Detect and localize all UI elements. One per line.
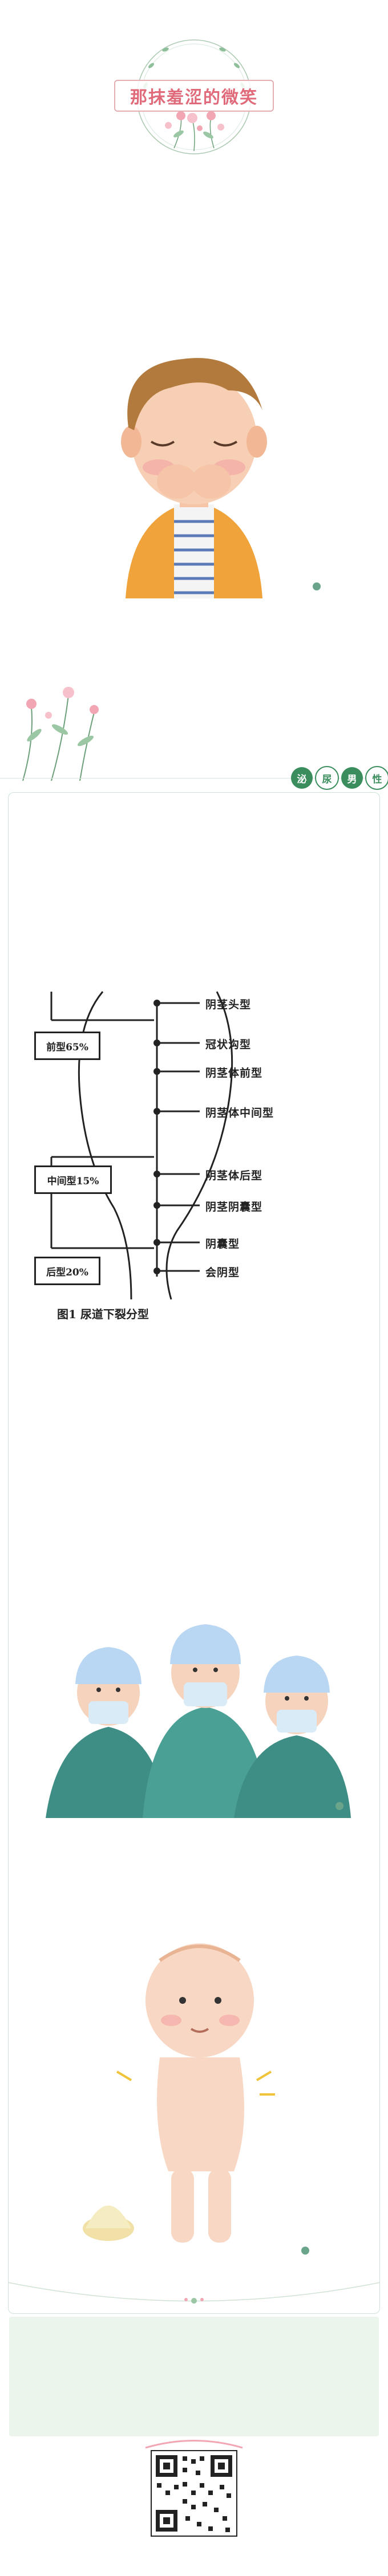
shy-boy-drawing <box>121 358 267 598</box>
surgeons-illustration <box>34 1573 354 1818</box>
hospital-logo-icon <box>336 1802 343 1810</box>
diagram-type-label: 阴茎体中间型 <box>205 1107 274 1119</box>
clinic-info-panel <box>9 2317 379 2436</box>
diagram-label-posterior: 后型20% <box>34 1257 100 1285</box>
diagram-type-label: 会阴型 <box>205 1266 240 1279</box>
hospital-logo-icon <box>301 2247 309 2255</box>
diagram-type-label: 阴囊型 <box>205 1238 240 1250</box>
toddler-drawing <box>83 1943 275 2243</box>
diagram-label-middle: 中间型15% <box>34 1165 112 1194</box>
botanical-decoration <box>22 687 99 781</box>
section-tag-char: 男 <box>341 767 363 789</box>
image-watermark <box>301 2247 312 2255</box>
qr-code-frame <box>128 2436 260 2550</box>
article-title: 那抹羞涩的微笑 <box>130 88 258 108</box>
diagram-type-label: 阴茎头型 <box>205 998 252 1011</box>
hospital-logo-icon <box>313 582 321 590</box>
image-watermark <box>313 582 323 590</box>
card-bottom-ornament <box>8 2282 380 2304</box>
qr-code-icon[interactable] <box>128 2436 260 2550</box>
diagram-type-label: 阴茎阴囊型 <box>205 1201 263 1213</box>
section-tag-char: 性 <box>365 766 388 790</box>
diagram-type-label: 阴茎体后型 <box>205 1169 263 1182</box>
image-watermark <box>336 1802 346 1810</box>
surgeons-drawing <box>46 1624 351 1818</box>
diagram-type-label: 冠状沟型 <box>205 1038 252 1051</box>
toddler-illustration <box>68 1909 320 2263</box>
classification-diagram: 前型65% 中间型15% 后型20% 阴茎头型 冠状沟型 阴茎体前型 阴茎体中间… <box>34 980 354 1334</box>
diagram-type-label: 阴茎体前型 <box>205 1067 263 1079</box>
section-tag-char: 泌 <box>291 767 313 789</box>
qr-caption <box>0 2553 388 2555</box>
diagram-figure-caption: 图1 尿道下裂分型 <box>57 1307 149 1321</box>
shy-boy-illustration <box>57 296 331 598</box>
article-title-box: 那抹羞涩的微笑 <box>114 80 274 112</box>
floral-wreath-decoration <box>136 39 252 154</box>
diagram-label-anterior: 前型65% <box>34 1032 100 1060</box>
section-tag: 泌 尿 男 性 <box>291 766 388 790</box>
section-tag-char: 尿 <box>315 766 339 790</box>
